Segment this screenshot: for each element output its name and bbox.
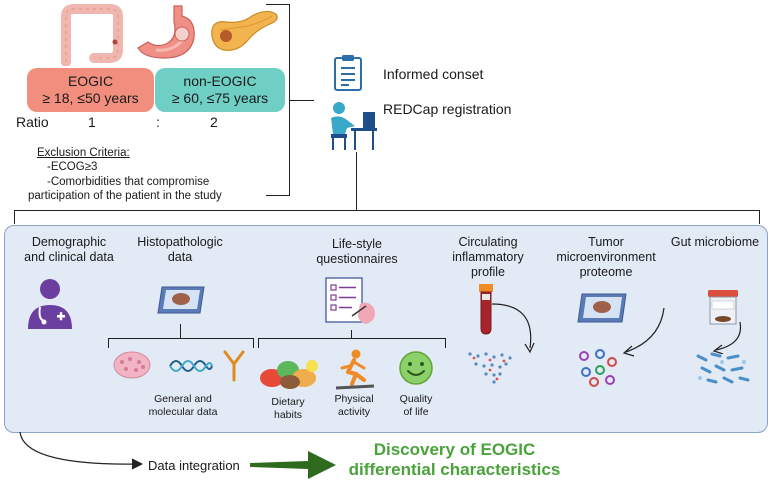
sublabel-dietary-line2: habits: [273, 408, 303, 421]
sublabel-dietary: Dietary habits: [258, 396, 318, 421]
sublabel-dietary-line1: Dietary: [271, 396, 305, 408]
exclusion-item-ecog: -ECOG≥3: [47, 161, 98, 174]
integration-curve-arrow: [19, 431, 144, 470]
clipboard-icon: [334, 55, 362, 91]
distribution-bracket: [14, 210, 760, 224]
column-histopathologic-line1: Histopathologic: [137, 235, 223, 249]
antibody-icon: [223, 350, 245, 382]
sublabel-physical-line1: Physical: [334, 393, 374, 405]
food-icon: [260, 360, 318, 389]
column-tumor-line2: microenvironment: [556, 250, 656, 264]
histo-bracket: [108, 338, 254, 348]
data-collection-panel: [4, 225, 768, 433]
column-circulating-line1: Circulating: [458, 235, 518, 249]
protein-cluster-icon: [579, 349, 617, 387]
cytokine-funnel-icon: [468, 352, 512, 384]
histology-slide-icon: [157, 286, 205, 314]
eogic-criteria: ≥ 18, ≤50 years: [42, 90, 139, 106]
exclusion-item-comorbidities: -Comorbidities that compromise: [47, 175, 210, 188]
curved-arrow-gut: [712, 321, 742, 354]
tissue-sample-icon: [113, 351, 151, 379]
pancreas-icon: [211, 10, 278, 51]
column-demographic: Demographic and clinical data: [4, 235, 134, 265]
discovery-text: Discovery of EOGIC differential characte…: [347, 440, 562, 479]
sublabel-quality-line2: of life: [403, 405, 429, 418]
column-tumor: Tumor microenvironment proteome: [548, 235, 664, 280]
non-eogic-label: non-EOGIC: [183, 73, 257, 90]
column-circulating-line2: inflammatory: [452, 250, 524, 264]
sublabel-physical-line2: activity: [337, 405, 371, 418]
ratio-left-value: 1: [88, 114, 96, 130]
exclusion-title: Exclusion Criteria:: [37, 147, 130, 159]
person-at-computer-icon: [331, 102, 377, 150]
data-integration-label: Data integration: [148, 458, 240, 473]
exclusion-item-participation: participation of the patient in the stud…: [28, 190, 222, 203]
sublabel-quality-line1: Quality: [399, 393, 433, 405]
sublabel-physical: Physical activity: [322, 393, 386, 418]
cohort-bracket: [266, 4, 290, 196]
curved-arrow-tumor: [622, 307, 665, 357]
discovery-line1: Discovery of EOGIC: [373, 440, 536, 459]
column-lifestyle-line1: Life-style: [331, 237, 383, 251]
exclusion-criteria: Exclusion Criteria: -ECOG≥3 -Comorbiditi…: [28, 146, 287, 204]
sublabel-general-line2: molecular data: [148, 405, 218, 418]
column-gut: Gut microbiome: [660, 235, 770, 250]
eogic-label: EOGIC: [67, 73, 114, 90]
sublabel-quality: Quality of life: [386, 393, 446, 418]
questionnaire-icon: [325, 277, 375, 324]
column-tumor-line1: Tumor: [588, 235, 624, 249]
column-histopathologic: Histopathologic data: [120, 235, 240, 265]
dna-icon: [169, 360, 213, 372]
bracket-connector: [290, 100, 314, 101]
smiley-face-icon: [399, 351, 433, 385]
column-circulating-line3: profile: [470, 265, 506, 279]
bacteria-icon: [696, 352, 750, 384]
ratio-right-value: 2: [210, 114, 218, 130]
ratio-label: Ratio: [16, 114, 49, 130]
sublabel-general-line1: General and: [154, 393, 212, 405]
step-informed-consent: Informed conset: [383, 66, 484, 82]
green-arrow-icon: [250, 451, 336, 479]
column-demographic-line2: and clinical data: [24, 250, 114, 264]
lifestyle-connector: [351, 330, 352, 338]
blood-tube-icon: [479, 284, 493, 335]
column-histopathologic-line2: data: [167, 250, 193, 264]
column-lifestyle: Life-style questionnaires: [302, 237, 412, 267]
running-treadmill-icon: [335, 349, 375, 390]
ratio-separator: :: [156, 114, 160, 130]
flow-connector: [356, 152, 357, 210]
lifestyle-bracket: [258, 338, 446, 348]
column-circulating: Circulating inflammatory profile: [438, 235, 538, 280]
stomach-icon: [137, 5, 195, 59]
eogic-cohort-box: EOGIC ≥ 18, ≤50 years: [27, 68, 154, 112]
curved-arrow-circulating: [491, 303, 535, 354]
column-lifestyle-line2: questionnaires: [316, 252, 398, 266]
sublabel-general-molecular: General and molecular data: [128, 393, 238, 418]
column-tumor-line3: proteome: [579, 265, 633, 279]
tissue-slide-icon: [577, 293, 627, 323]
discovery-line2: differential characteristics: [348, 459, 561, 479]
stool-container-icon: [708, 290, 738, 325]
non-eogic-cohort-box: non-EOGIC ≥ 60, ≤75 years: [155, 68, 285, 112]
step-redcap-registration: REDCap registration: [383, 101, 512, 117]
non-eogic-criteria: ≥ 60, ≤75 years: [171, 90, 269, 106]
doctor-icon: [28, 279, 72, 329]
column-gut-line1: Gut microbiome: [670, 235, 760, 249]
histo-connector: [180, 324, 181, 338]
column-demographic-line1: Demographic: [31, 235, 107, 249]
colon-icon: [61, 4, 123, 66]
